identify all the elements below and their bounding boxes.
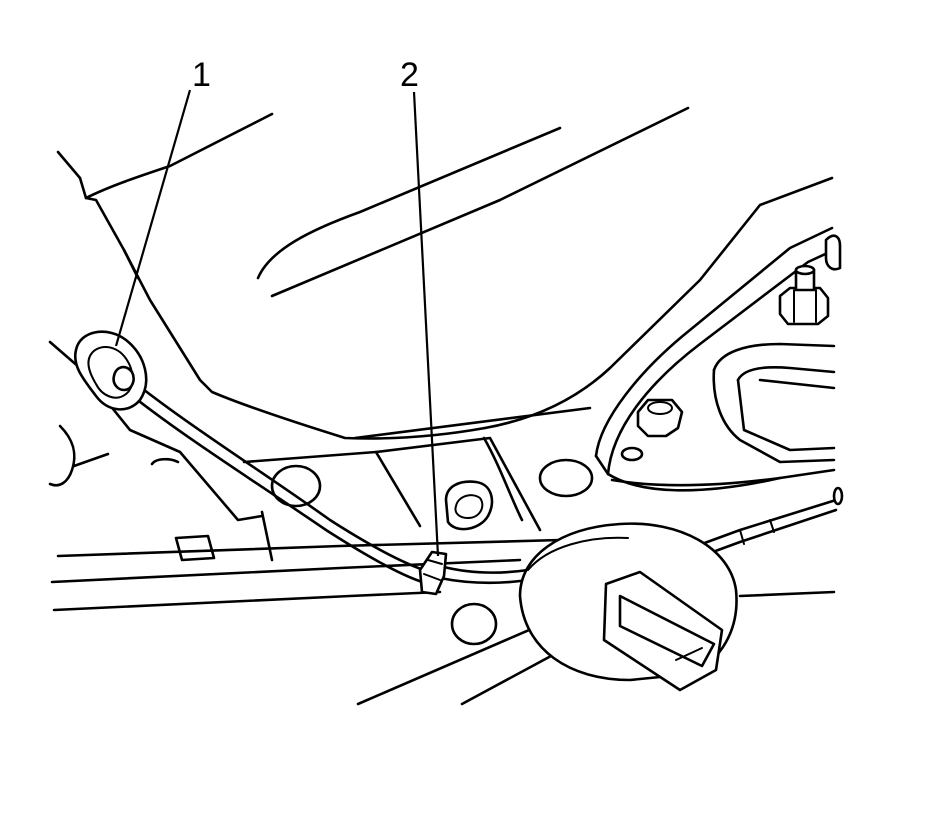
access-holes — [270, 458, 594, 646]
callout-1-label: 1 — [192, 56, 211, 94]
callout-1-leader — [114, 89, 192, 347]
upper-body-panel — [56, 106, 834, 440]
mounting-nut-lower — [636, 398, 684, 438]
callout-2-leader — [412, 91, 440, 557]
grommet — [73, 330, 148, 411]
mounting-nut-upper — [778, 264, 830, 326]
floor-pan-area — [48, 340, 562, 612]
wiring-harness — [118, 372, 530, 586]
callout-2-label: 2 — [400, 56, 419, 94]
mount-bracket — [594, 226, 836, 492]
support-stand — [356, 522, 836, 706]
harness-clip — [418, 550, 448, 596]
mounting-nut-edge — [824, 234, 842, 271]
